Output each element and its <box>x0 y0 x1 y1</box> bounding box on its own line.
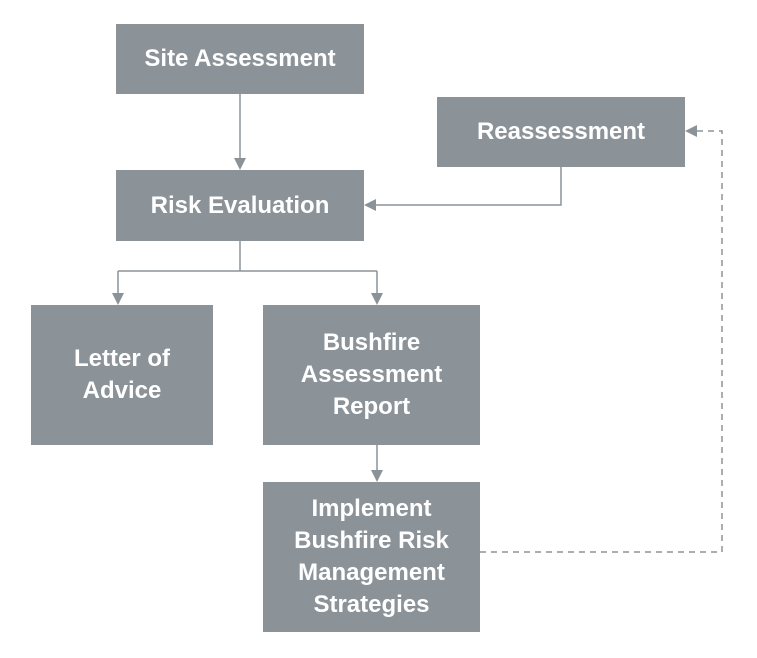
arrow-reassessment-to-risk <box>364 167 562 211</box>
risk-evaluation-box: Risk Evaluation <box>116 170 364 241</box>
risk-evaluation-label: Risk Evaluation <box>150 191 330 219</box>
letter-of-advice-label: Letter of Advice <box>74 345 170 404</box>
implement-strategies-label: Implement Bushfire Risk Management Strat… <box>294 495 449 618</box>
site-assessment-box: Site Assessment <box>116 24 364 94</box>
arrow-implement-to-reassessment <box>480 125 723 553</box>
connector-risk-split <box>118 241 377 272</box>
bushfire-assessment-report-label: Bushfire Assessment Report <box>300 329 443 420</box>
implement-strategies-box: Implement Bushfire Risk Management Strat… <box>263 482 480 632</box>
site-assessment-label: Site Assessment <box>144 45 336 72</box>
letter-of-advice-box: Letter of Advice <box>31 305 213 445</box>
reassessment-label: Reassessment <box>476 118 646 145</box>
bushfire-assessment-report-box: Bushfire Assessment Report <box>263 305 480 445</box>
reassessment-box: Reassessment <box>437 97 685 167</box>
